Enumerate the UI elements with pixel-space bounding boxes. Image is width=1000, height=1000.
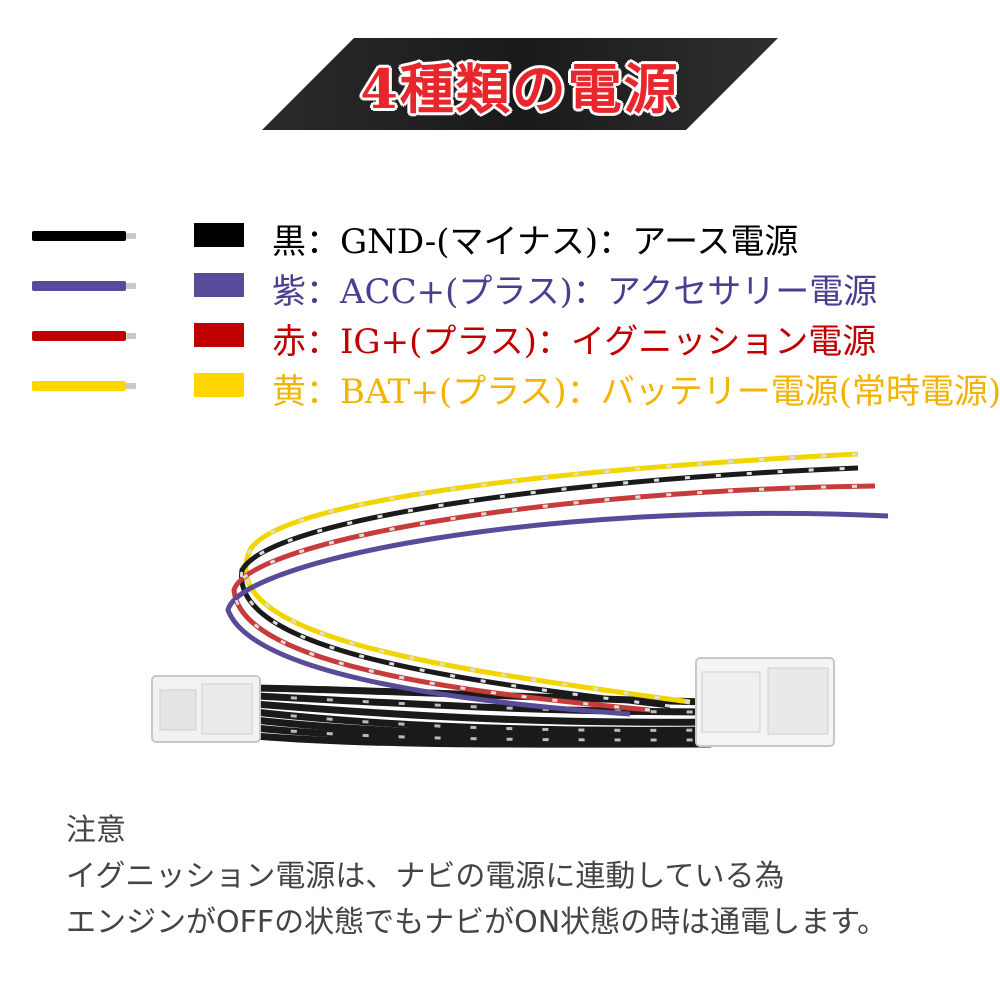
notes-heading: 注意 — [66, 813, 126, 848]
legend-row-black: 黒：GND-(マイナス)：アース電源 — [0, 210, 1000, 262]
yellow-swatch — [194, 373, 244, 397]
black-swatch — [194, 223, 244, 247]
purple-wire-sample — [32, 281, 136, 291]
notes-line-1: イグニッション電源は、ナビの電源に連動している為 — [66, 859, 785, 894]
legend-row-yellow: 黄：BAT+(プラス)：バッテリー電源(常時電源) — [0, 360, 1000, 412]
wire-harness-image — [130, 440, 910, 764]
legend-row-purple: 紫：ACC+(プラス)：アクセサリー電源 — [0, 260, 1000, 312]
notes-line-2: エンジンがOFFの状態でもナビがON状態の時は通電します。 — [66, 905, 888, 940]
right-connector — [695, 657, 835, 747]
red-wire-sample — [32, 331, 136, 341]
legend-text-red: 赤：IG+(プラス)：イグニッション電源 — [272, 322, 877, 362]
purple-swatch — [194, 273, 244, 297]
legend-text-black: 黒：GND-(マイナス)：アース電源 — [272, 222, 799, 262]
title-banner: 4種類の電源 — [262, 38, 778, 130]
wire-harness-illustration — [151, 451, 889, 748]
legend-row-red: 赤：IG+(プラス)：イグニッション電源 — [0, 310, 1000, 362]
red-swatch — [194, 323, 244, 347]
yellow-wire-sample — [32, 381, 136, 391]
black-wire-sample — [32, 231, 136, 241]
banner-background — [262, 38, 778, 130]
banner-title: 4種類の電源 — [360, 56, 680, 121]
legend-text-purple: 紫：ACC+(プラス)：アクセサリー電源 — [272, 272, 878, 312]
notes-section: 注意 イグニッション電源は、ナビの電源に連動している為 エンジンがOFFの状態で… — [66, 808, 887, 946]
legend-text-yellow: 黄：BAT+(プラス)：バッテリー電源(常時電源) — [272, 372, 1000, 412]
left-connector — [151, 675, 261, 743]
